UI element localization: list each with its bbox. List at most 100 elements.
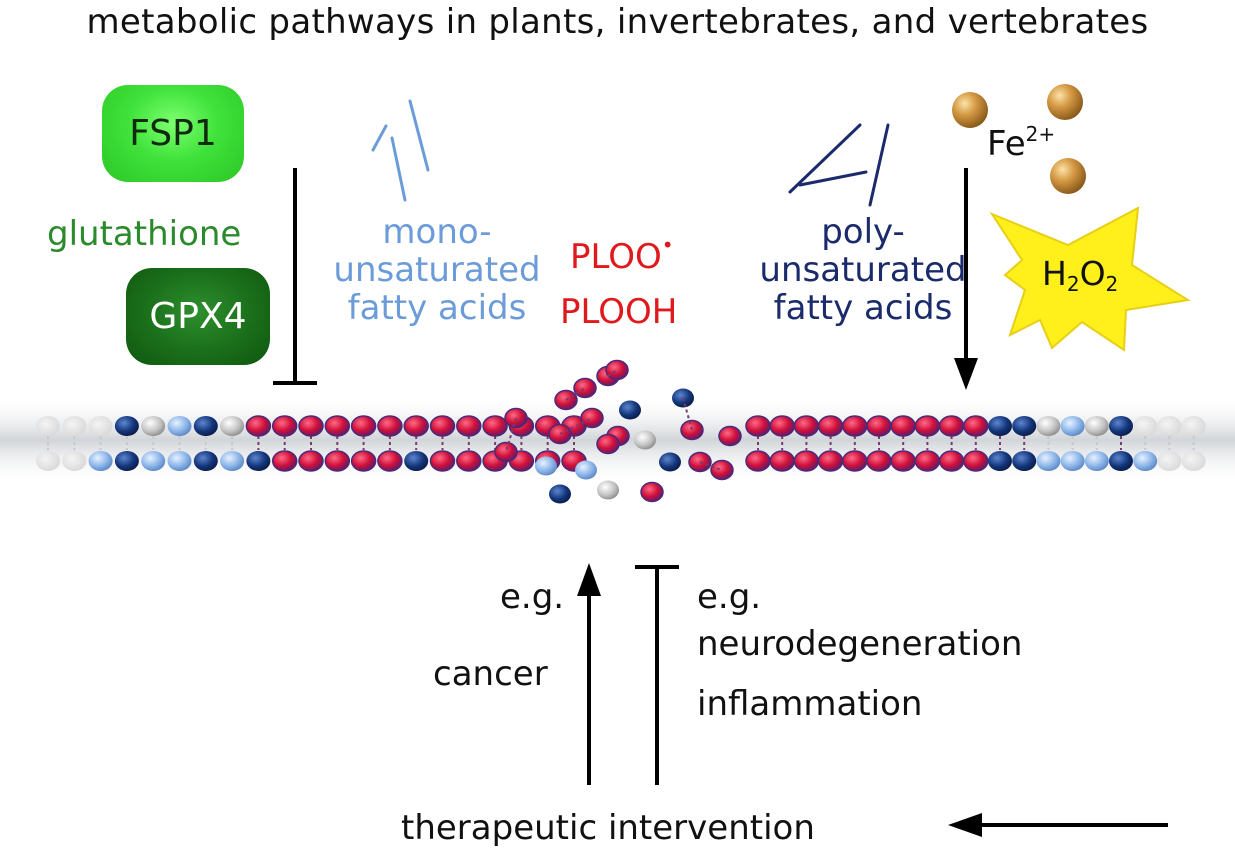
- mufa-line-2: unsaturated: [333, 250, 541, 290]
- lipid-head: [193, 451, 218, 471]
- cancer-activation-arrow: [577, 563, 601, 785]
- lipid-head: [659, 452, 681, 472]
- gpx4-box: GPX4: [126, 268, 270, 365]
- lipid-head: [167, 416, 192, 436]
- lipid-head: [842, 450, 868, 472]
- glutathione-label: glutathione: [47, 214, 242, 254]
- lipid-head: [914, 450, 941, 472]
- lipid-head: [1084, 451, 1109, 471]
- lipid-head: [482, 415, 508, 437]
- lipid-head: [245, 415, 272, 437]
- lipid-head: [793, 450, 820, 472]
- iron-label: Fe2+: [987, 122, 1055, 164]
- lipid-head: [1060, 451, 1085, 471]
- lipid-tail: [607, 369, 618, 377]
- h2o2-sub-1: 2: [1066, 272, 1080, 296]
- plooh-label: PLOOH: [560, 292, 678, 332]
- mufa-label: mono- unsaturated fatty acids: [322, 213, 552, 327]
- lipid-head: [456, 450, 482, 472]
- eg-left-label: e.g.: [500, 577, 565, 617]
- lipid-head: [1060, 416, 1085, 436]
- lipid-head: [88, 416, 113, 436]
- lipid-tail: [565, 387, 586, 401]
- lipid-head: [938, 450, 965, 472]
- lipid-head: [890, 450, 916, 472]
- lipid-head: [890, 415, 916, 437]
- lipid-head: [535, 456, 557, 476]
- lipid-head: [298, 415, 324, 437]
- h2o2-starburst-icon: [989, 206, 1191, 352]
- lipid-head: [596, 433, 620, 455]
- lipid-head: [36, 451, 60, 471]
- lipid-head: [1133, 416, 1158, 436]
- lipid-head: [220, 416, 245, 436]
- lipid-head: [114, 451, 139, 471]
- lipid-tail: [699, 461, 723, 471]
- fsp1-label: FSP1: [129, 113, 217, 154]
- therapeutic-direction-arrow: [948, 813, 1168, 837]
- lipid-head: [745, 450, 771, 472]
- mufa-line-1: mono-: [382, 212, 492, 252]
- h2o2-label: H2O2: [1042, 254, 1118, 296]
- lipid-head: [769, 450, 795, 472]
- membrane-bilayer: [36, 359, 1206, 504]
- lipid-head: [141, 416, 166, 436]
- lipid-head: [573, 377, 597, 399]
- iron-ion-icon: [952, 92, 988, 128]
- lipid-head: [580, 407, 604, 429]
- lipid-head: [220, 451, 245, 471]
- lipid-head: [914, 415, 941, 437]
- pufa-molecules: [788, 123, 890, 207]
- lipid-head: [817, 415, 844, 437]
- mufa-molecules: [371, 99, 430, 202]
- gpx4-label: GPX4: [149, 296, 247, 337]
- pufa-line-3: fatty acids: [773, 288, 953, 328]
- lipid-head: [597, 480, 619, 500]
- lipid-head: [36, 416, 60, 436]
- lipid-head: [769, 415, 795, 437]
- lipid-head: [114, 416, 139, 436]
- lipid-head: [324, 415, 351, 437]
- lipid-head: [1084, 416, 1109, 436]
- lipid-head: [549, 484, 571, 504]
- h2o2-o: O: [1079, 254, 1106, 293]
- therapeutic-intervention-label: therapeutic intervention: [401, 808, 815, 848]
- lipid-head: [680, 419, 704, 441]
- lipid-head: [298, 450, 324, 472]
- lipid-head: [718, 425, 742, 447]
- iron-symbol: Fe: [987, 124, 1026, 164]
- lipid-head: [963, 450, 989, 472]
- cancer-label: cancer: [433, 654, 548, 694]
- iron-charge: 2+: [1025, 122, 1056, 146]
- lipid-head: [350, 415, 377, 437]
- ploo-text: PLOO: [570, 237, 662, 277]
- lipid-head: [62, 451, 87, 471]
- lipid-head: [1109, 451, 1133, 471]
- lipid-head: [377, 450, 403, 472]
- neurodegeneration-label: neurodegeneration: [697, 624, 1023, 664]
- ploo-radical-label: PLOO•: [570, 233, 674, 277]
- lipid-head: [429, 450, 456, 472]
- lipid-head: [817, 450, 844, 472]
- lipid-head: [710, 459, 734, 481]
- lipid-head: [456, 415, 482, 437]
- lipid-head: [193, 416, 218, 436]
- lipid-head: [1133, 451, 1158, 471]
- lipid-head: [1157, 451, 1182, 471]
- lipid-head: [745, 415, 771, 437]
- pufa-line-2: unsaturated: [759, 250, 967, 290]
- eg-right-label: e.g.: [697, 577, 762, 617]
- lipid-head: [1181, 416, 1206, 436]
- radical-dot-icon: •: [661, 233, 674, 257]
- lipid-head: [271, 450, 298, 472]
- h2o2-h: H: [1042, 254, 1067, 293]
- lipid-head: [793, 415, 820, 437]
- lipid-head: [62, 416, 87, 436]
- lipid-head: [429, 415, 456, 437]
- lipid-head: [246, 451, 271, 471]
- pufa-line-1: poly-: [821, 212, 905, 252]
- lipid-head: [988, 451, 1012, 471]
- lipid-head: [866, 415, 892, 437]
- lipid-head: [619, 400, 641, 420]
